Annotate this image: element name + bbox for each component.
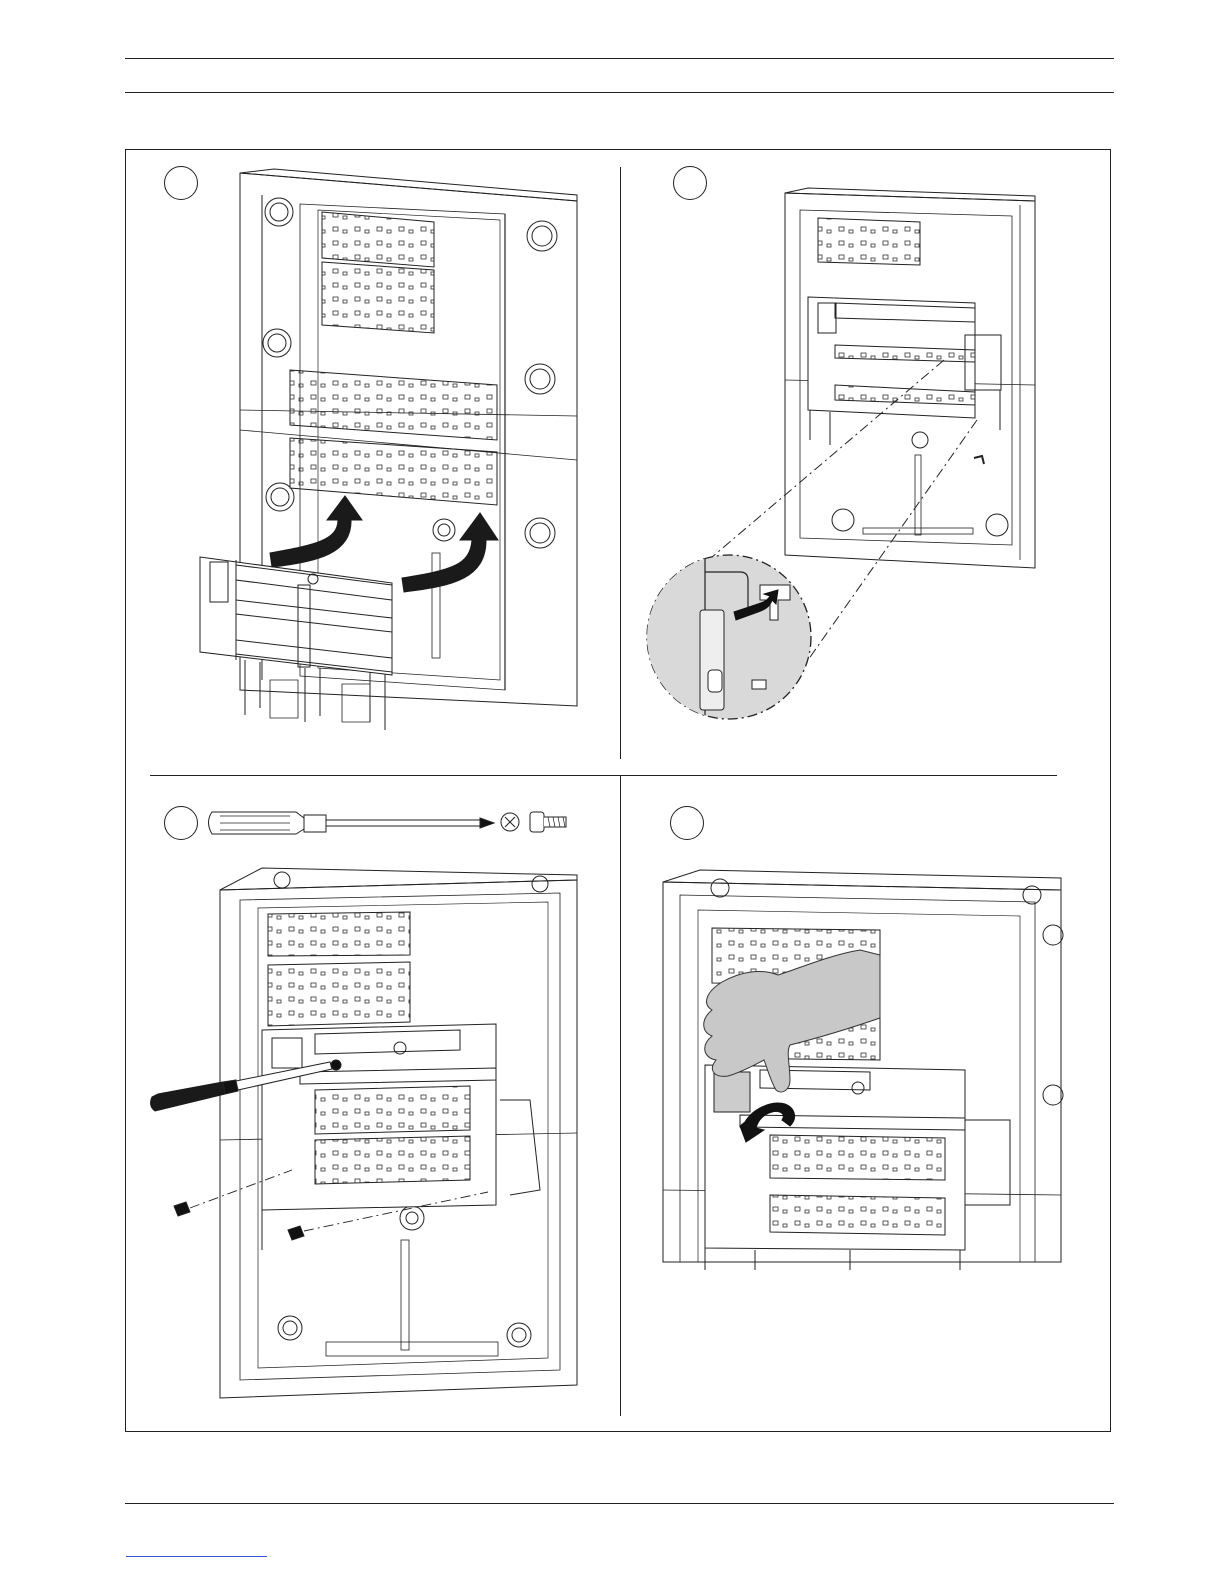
footer-rule xyxy=(125,1503,1114,1504)
insert-arrow-icon xyxy=(270,496,362,567)
insert-arrow-icon xyxy=(402,513,498,592)
hook-arrow-icon xyxy=(974,456,984,464)
screw-head-icon xyxy=(501,813,519,831)
mounting-rail xyxy=(290,438,497,505)
chassis-module-icon xyxy=(262,1024,540,1250)
chassis-module-icon xyxy=(705,1065,1010,1270)
step-3-illustration xyxy=(151,812,577,1398)
screw-icon xyxy=(530,812,566,832)
chassis-module-icon xyxy=(200,557,392,730)
mounting-rail xyxy=(290,370,497,440)
mounting-rail xyxy=(818,218,920,265)
step-2-illustration xyxy=(640,188,1035,730)
footer-link-underline[interactable] xyxy=(126,1556,267,1557)
mounting-rail xyxy=(268,912,410,1026)
step-1-illustration xyxy=(200,169,577,730)
mounting-rail xyxy=(322,212,434,333)
step-4-illustration xyxy=(663,870,1063,1270)
screwdriver-icon xyxy=(209,812,495,834)
chassis-module-icon xyxy=(808,297,1001,445)
